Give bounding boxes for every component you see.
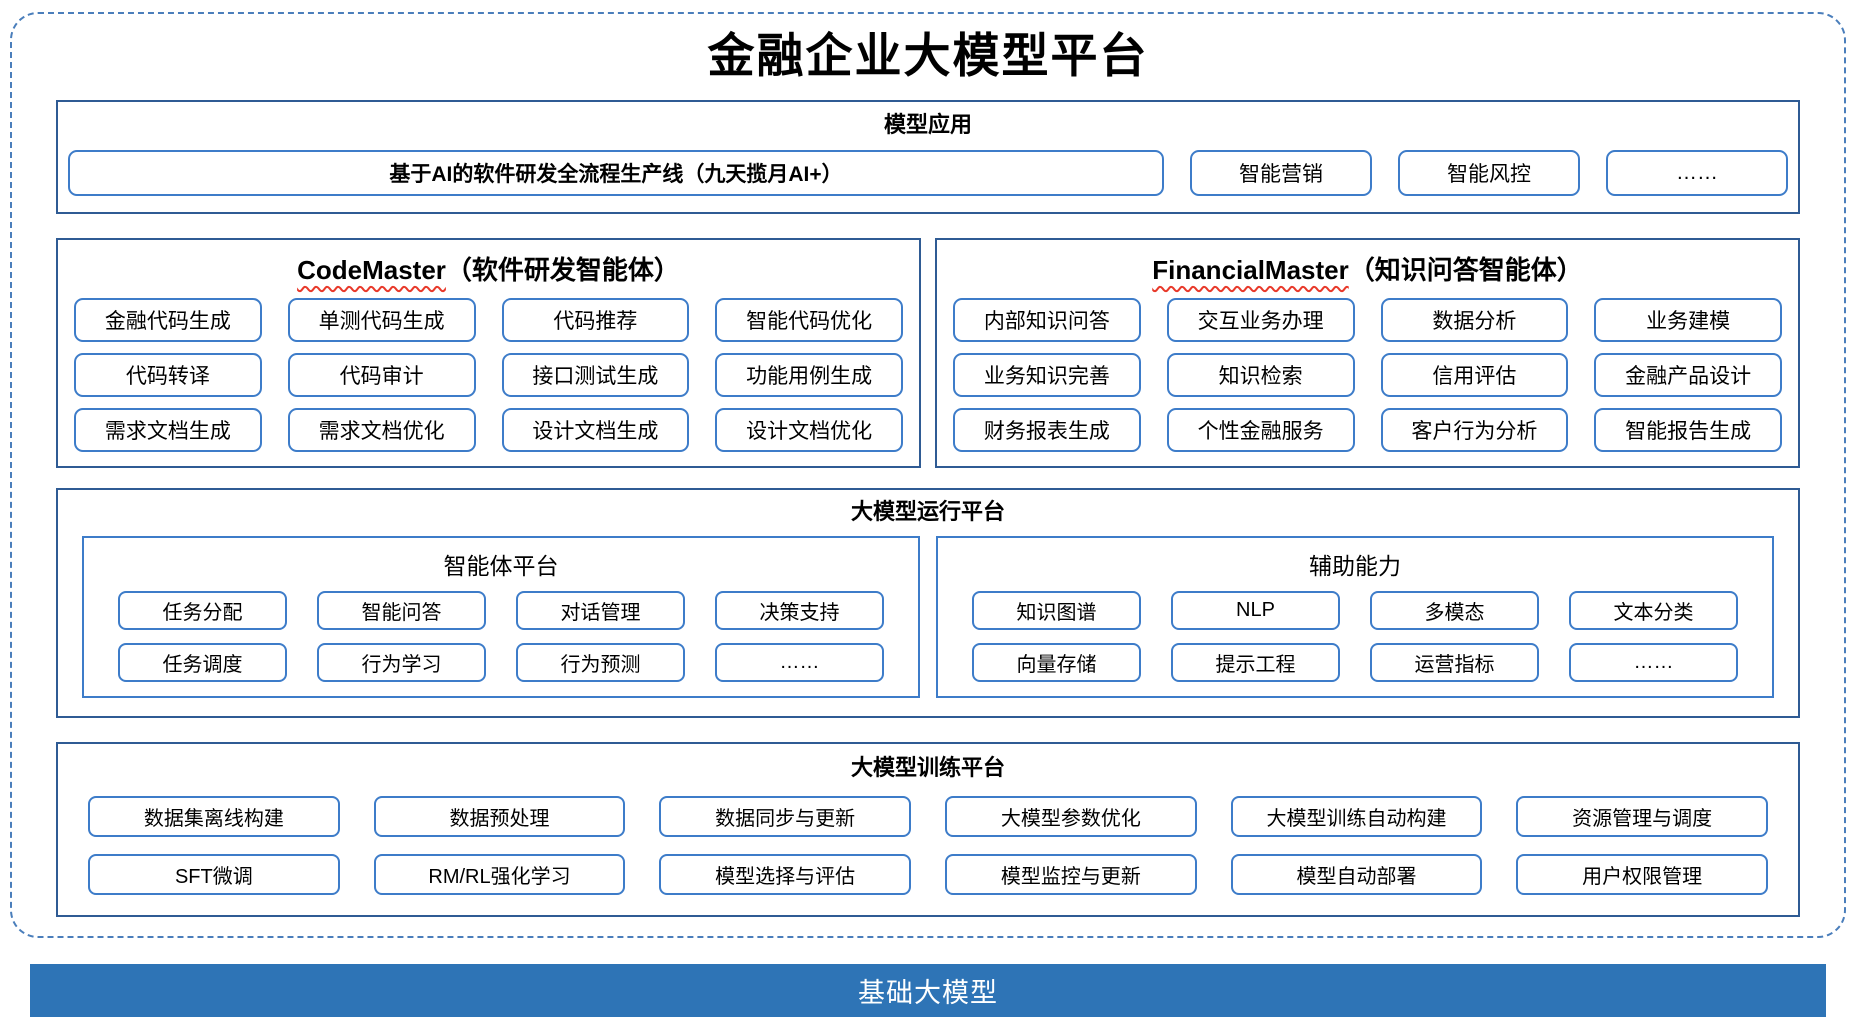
auxiliary-grid: 知识图谱 NLP 多模态 文本分类 向量存储 提示工程 运营指标 …… xyxy=(972,591,1738,683)
code-master-subtitle: （软件研发智能体） xyxy=(445,254,680,285)
training-item: 大模型参数优化 xyxy=(945,795,1197,837)
training-item: 模型自动部署 xyxy=(1230,853,1483,895)
training-item: 数据集离线构建 xyxy=(88,795,340,837)
panel-title-code-master: CodeMaster（软件研发智能体） xyxy=(74,250,903,287)
auxiliary-item: 运营指标 xyxy=(1370,643,1539,683)
foundation-model-bar: 基础大模型 xyxy=(30,964,1826,1017)
training-item: 资源管理与调度 xyxy=(1516,795,1768,837)
training-item: 数据同步与更新 xyxy=(659,795,911,837)
agent-platform-item: 对话管理 xyxy=(516,591,685,631)
financial-master-item: 内部知识问答 xyxy=(953,297,1141,342)
financial-master-grid: 内部知识问答 交互业务办理 数据分析 业务建模 业务知识完善 知识检索 信用评估… xyxy=(953,297,1782,452)
agent-platform-item: 行为学习 xyxy=(317,643,486,683)
code-master-item: 代码审计 xyxy=(287,352,476,397)
financial-master-item: 交互业务办理 xyxy=(1166,297,1355,342)
training-item: 大模型训练自动构建 xyxy=(1230,795,1483,837)
financial-master-subtitle: （知识问答智能体） xyxy=(1348,254,1583,285)
sub-panel-auxiliary: 辅助能力 知识图谱 NLP 多模态 文本分类 向量存储 提示工程 运营指标 …… xyxy=(936,536,1774,699)
financial-master-item: 业务建模 xyxy=(1594,297,1782,342)
sub-panel-agent-platform: 智能体平台 任务分配 智能问答 对话管理 决策支持 任务调度 行为学习 行为预测… xyxy=(82,536,920,699)
auxiliary-item: 多模态 xyxy=(1370,591,1539,631)
auxiliary-item: 向量存储 xyxy=(972,643,1141,683)
app-item-more: …… xyxy=(1606,149,1788,196)
section-training-platform: 大模型训练平台 数据集离线构建 数据预处理 数据同步与更新 大模型参数优化 大模… xyxy=(56,742,1800,917)
financial-master-item: 个性金融服务 xyxy=(1166,407,1355,452)
training-item: 用户权限管理 xyxy=(1516,853,1768,895)
platform-frame: 金融企业大模型平台 模型应用 基于AI的软件研发全流程生产线（九天揽月AI+） … xyxy=(10,12,1846,938)
code-master-item: 需求文档优化 xyxy=(287,407,476,452)
agent-platform-item: 任务分配 xyxy=(118,591,287,631)
section-title-runtime: 大模型运行平台 xyxy=(850,498,1005,524)
section-model-applications: 模型应用 基于AI的软件研发全流程生产线（九天揽月AI+） 智能营销 智能风控 … xyxy=(56,100,1800,214)
financial-master-name: FinancialMaster xyxy=(1152,254,1349,285)
code-master-item: 代码推荐 xyxy=(501,297,690,342)
agent-platform-title: 智能体平台 xyxy=(443,553,559,580)
financial-master-item: 信用评估 xyxy=(1380,352,1569,397)
training-grid: 数据集离线构建 数据预处理 数据同步与更新 大模型参数优化 大模型训练自动构建 … xyxy=(88,795,1768,895)
code-master-item: 设计文档优化 xyxy=(715,407,903,452)
code-master-item: 接口测试生成 xyxy=(501,352,690,397)
app-item-marketing: 智能营销 xyxy=(1190,149,1372,196)
agent-platform-grid: 任务分配 智能问答 对话管理 决策支持 任务调度 行为学习 行为预测 …… xyxy=(118,591,884,683)
section-title-training: 大模型训练平台 xyxy=(850,755,1005,781)
code-master-item: 金融代码生成 xyxy=(74,297,262,342)
code-master-item: 需求文档生成 xyxy=(74,407,262,452)
financial-master-item: 知识检索 xyxy=(1166,352,1355,397)
code-master-item: 设计文档生成 xyxy=(501,407,690,452)
agent-platform-item: 智能问答 xyxy=(317,591,486,631)
agent-platform-item: 行为预测 xyxy=(516,643,685,683)
auxiliary-item: …… xyxy=(1569,643,1738,683)
auxiliary-item: 文本分类 xyxy=(1569,591,1738,631)
code-master-item: 功能用例生成 xyxy=(715,352,903,397)
code-master-item: 单测代码生成 xyxy=(287,297,476,342)
auxiliary-item: 提示工程 xyxy=(1171,643,1340,683)
auxiliary-item: NLP xyxy=(1171,591,1340,631)
agent-platform-item: 任务调度 xyxy=(118,643,287,683)
agents-row: CodeMaster（软件研发智能体） 金融代码生成 单测代码生成 代码推荐 智… xyxy=(56,237,1800,468)
agent-platform-item: …… xyxy=(715,643,884,683)
code-master-item: 智能代码优化 xyxy=(715,297,903,342)
section-title-applications: 模型应用 xyxy=(883,112,972,138)
section-runtime-platform: 大模型运行平台 智能体平台 任务分配 智能问答 对话管理 决策支持 任务调度 行… xyxy=(56,487,1800,719)
training-item: 模型选择与评估 xyxy=(659,853,911,895)
auxiliary-title: 辅助能力 xyxy=(1309,553,1401,580)
financial-master-item: 客户行为分析 xyxy=(1380,407,1569,452)
financial-master-item: 业务知识完善 xyxy=(953,352,1141,397)
agent-platform-item: 决策支持 xyxy=(715,591,884,631)
code-master-name: CodeMaster xyxy=(297,254,446,285)
code-master-item: 代码转译 xyxy=(74,352,262,397)
training-item: SFT微调 xyxy=(88,853,340,895)
applications-row: 基于AI的软件研发全流程生产线（九天揽月AI+） 智能营销 智能风控 …… xyxy=(68,149,1788,196)
training-item: 数据预处理 xyxy=(373,795,626,837)
app-item-risk-control: 智能风控 xyxy=(1398,149,1580,196)
financial-master-item: 金融产品设计 xyxy=(1594,352,1782,397)
panel-financial-master: FinancialMaster（知识问答智能体） 内部知识问答 交互业务办理 数… xyxy=(935,237,1800,468)
runtime-sub-row: 智能体平台 任务分配 智能问答 对话管理 决策支持 任务调度 行为学习 行为预测… xyxy=(82,536,1774,699)
code-master-grid: 金融代码生成 单测代码生成 代码推荐 智能代码优化 代码转译 代码审计 接口测试… xyxy=(74,297,903,452)
training-item: 模型监控与更新 xyxy=(945,853,1197,895)
auxiliary-item: 知识图谱 xyxy=(972,591,1141,631)
panel-title-financial-master: FinancialMaster（知识问答智能体） xyxy=(953,250,1782,287)
page-title: 金融企业大模型平台 xyxy=(707,31,1149,83)
financial-master-item: 智能报告生成 xyxy=(1594,407,1782,452)
financial-master-item: 财务报表生成 xyxy=(953,407,1141,452)
financial-master-item: 数据分析 xyxy=(1380,297,1569,342)
training-item: RM/RL强化学习 xyxy=(373,853,626,895)
app-item-ai-pipeline: 基于AI的软件研发全流程生产线（九天揽月AI+） xyxy=(68,149,1164,196)
panel-code-master: CodeMaster（软件研发智能体） 金融代码生成 单测代码生成 代码推荐 智… xyxy=(56,237,921,468)
